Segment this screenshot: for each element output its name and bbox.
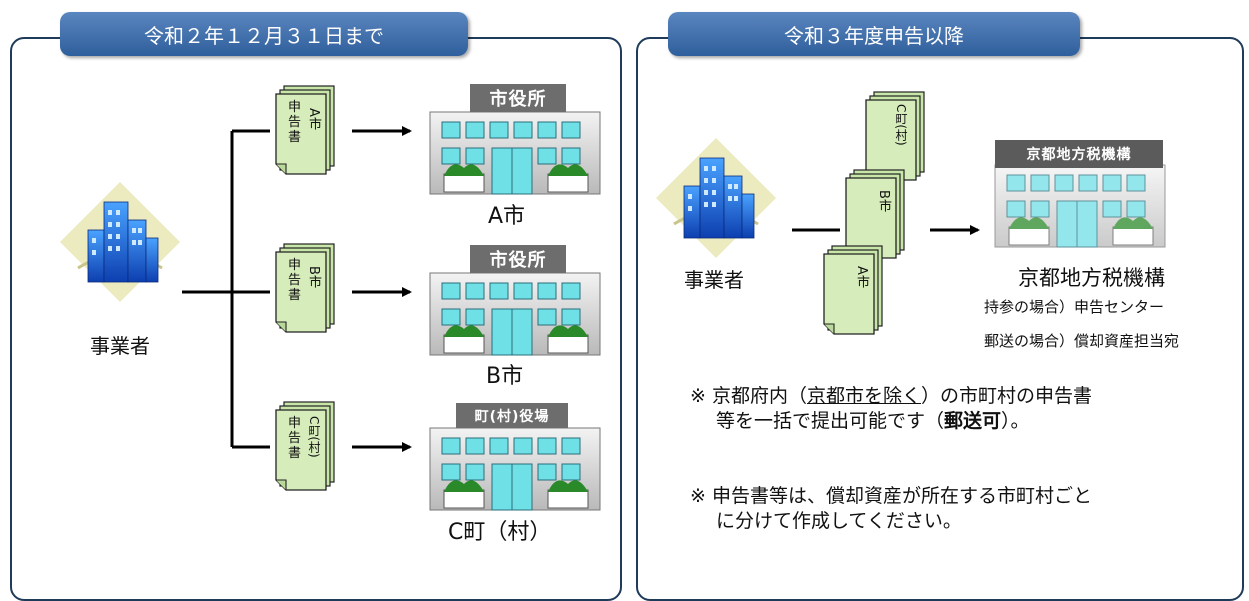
note-1-mark: ※: [690, 385, 706, 407]
note-1: ※ 京都府内（京都市を除く）の市町村の申告書 等を一括で提出可能です（郵送可）。: [690, 384, 1092, 434]
doc-c-char-3: 書: [288, 446, 302, 461]
note-1-text-a: 京都府内（: [711, 385, 807, 407]
contact-bring-in: 持参の場合）申告センター: [984, 298, 1165, 316]
town-office-icon-c: [429, 427, 601, 511]
document-icon-b-stack: [845, 169, 905, 259]
document-a-sub: A市: [306, 108, 321, 130]
sign-city-office-b: 市役所: [470, 245, 566, 273]
tax-org-building-icon: [994, 164, 1166, 248]
business-icon-left: [58, 180, 182, 304]
office-label-c: C町（村）: [448, 520, 552, 545]
note-2-line2: に分けて作成してください。: [716, 510, 962, 532]
business-label-left: 事業者: [90, 334, 150, 358]
doc-c-char-2: 告: [288, 431, 302, 446]
diagram-graphics: [58, 85, 1166, 511]
business-icon-right: [654, 136, 778, 260]
document-icon-a-stack: [823, 245, 883, 335]
doc-a-char-2: 告: [288, 115, 302, 130]
tax-org-label: 京都地方税機構: [1018, 266, 1165, 290]
note-1-line2-a: 等を一括で提出可能です（: [716, 410, 945, 432]
left-arrows: [352, 126, 412, 452]
sign-tax-org: 京都地方税機構: [995, 140, 1163, 168]
left-flow-lines: [182, 129, 270, 449]
right-panel-title: 令和３年度申告以降: [668, 12, 1080, 56]
doc-a-char-1: 申: [288, 100, 302, 115]
city-office-icon-b: [429, 272, 601, 356]
note-2-line1: 申告書等は、償却資産が所在する市町村ごと: [711, 485, 1092, 507]
doc-b-char-3: 書: [288, 288, 302, 303]
doc-c-char-1: 申: [288, 416, 302, 431]
office-label-a: A市: [488, 204, 526, 229]
document-icon-a: [275, 85, 335, 175]
left-panel-title: 令和２年１２月３１日まで: [60, 12, 468, 56]
office-label-b: B市: [486, 364, 524, 389]
note-1-text-b: ）の市町村の申告書: [921, 385, 1093, 407]
note-2-mark: ※: [690, 485, 706, 507]
note-1-bold: 郵送可: [944, 410, 1002, 432]
document-b-sub: B市: [306, 266, 321, 288]
right-panel: [636, 37, 1244, 601]
note-2: ※ 申告書等は、償却資産が所在する市町村ごと に分けて作成してください。: [690, 484, 1092, 534]
stack-doc-a-sub: A市: [854, 266, 869, 288]
doc-b-char-2: 告: [288, 273, 302, 288]
doc-a-char-3: 書: [288, 130, 302, 145]
doc-b-char-1: 申: [288, 258, 302, 273]
city-office-icon-a: [429, 111, 601, 195]
document-icon-b: [275, 243, 335, 333]
stack-doc-c-sub: C町(村): [894, 104, 908, 146]
document-icon-c: [275, 401, 335, 491]
business-label-right: 事業者: [684, 268, 744, 292]
note-1-underlined: 京都市を除く: [806, 385, 921, 407]
sign-city-office-a: 市役所: [470, 84, 566, 112]
document-a-lines: 申 告 書: [288, 100, 301, 145]
document-c-sub: C町(村): [307, 416, 321, 458]
sign-town-office-c: 町(村)役場: [456, 403, 568, 428]
stack-doc-b-sub: B市: [876, 190, 891, 212]
contact-mail: 郵送の場合）償却資産担当宛: [984, 332, 1180, 350]
note-1-line2-b: ）。: [1001, 410, 1030, 432]
